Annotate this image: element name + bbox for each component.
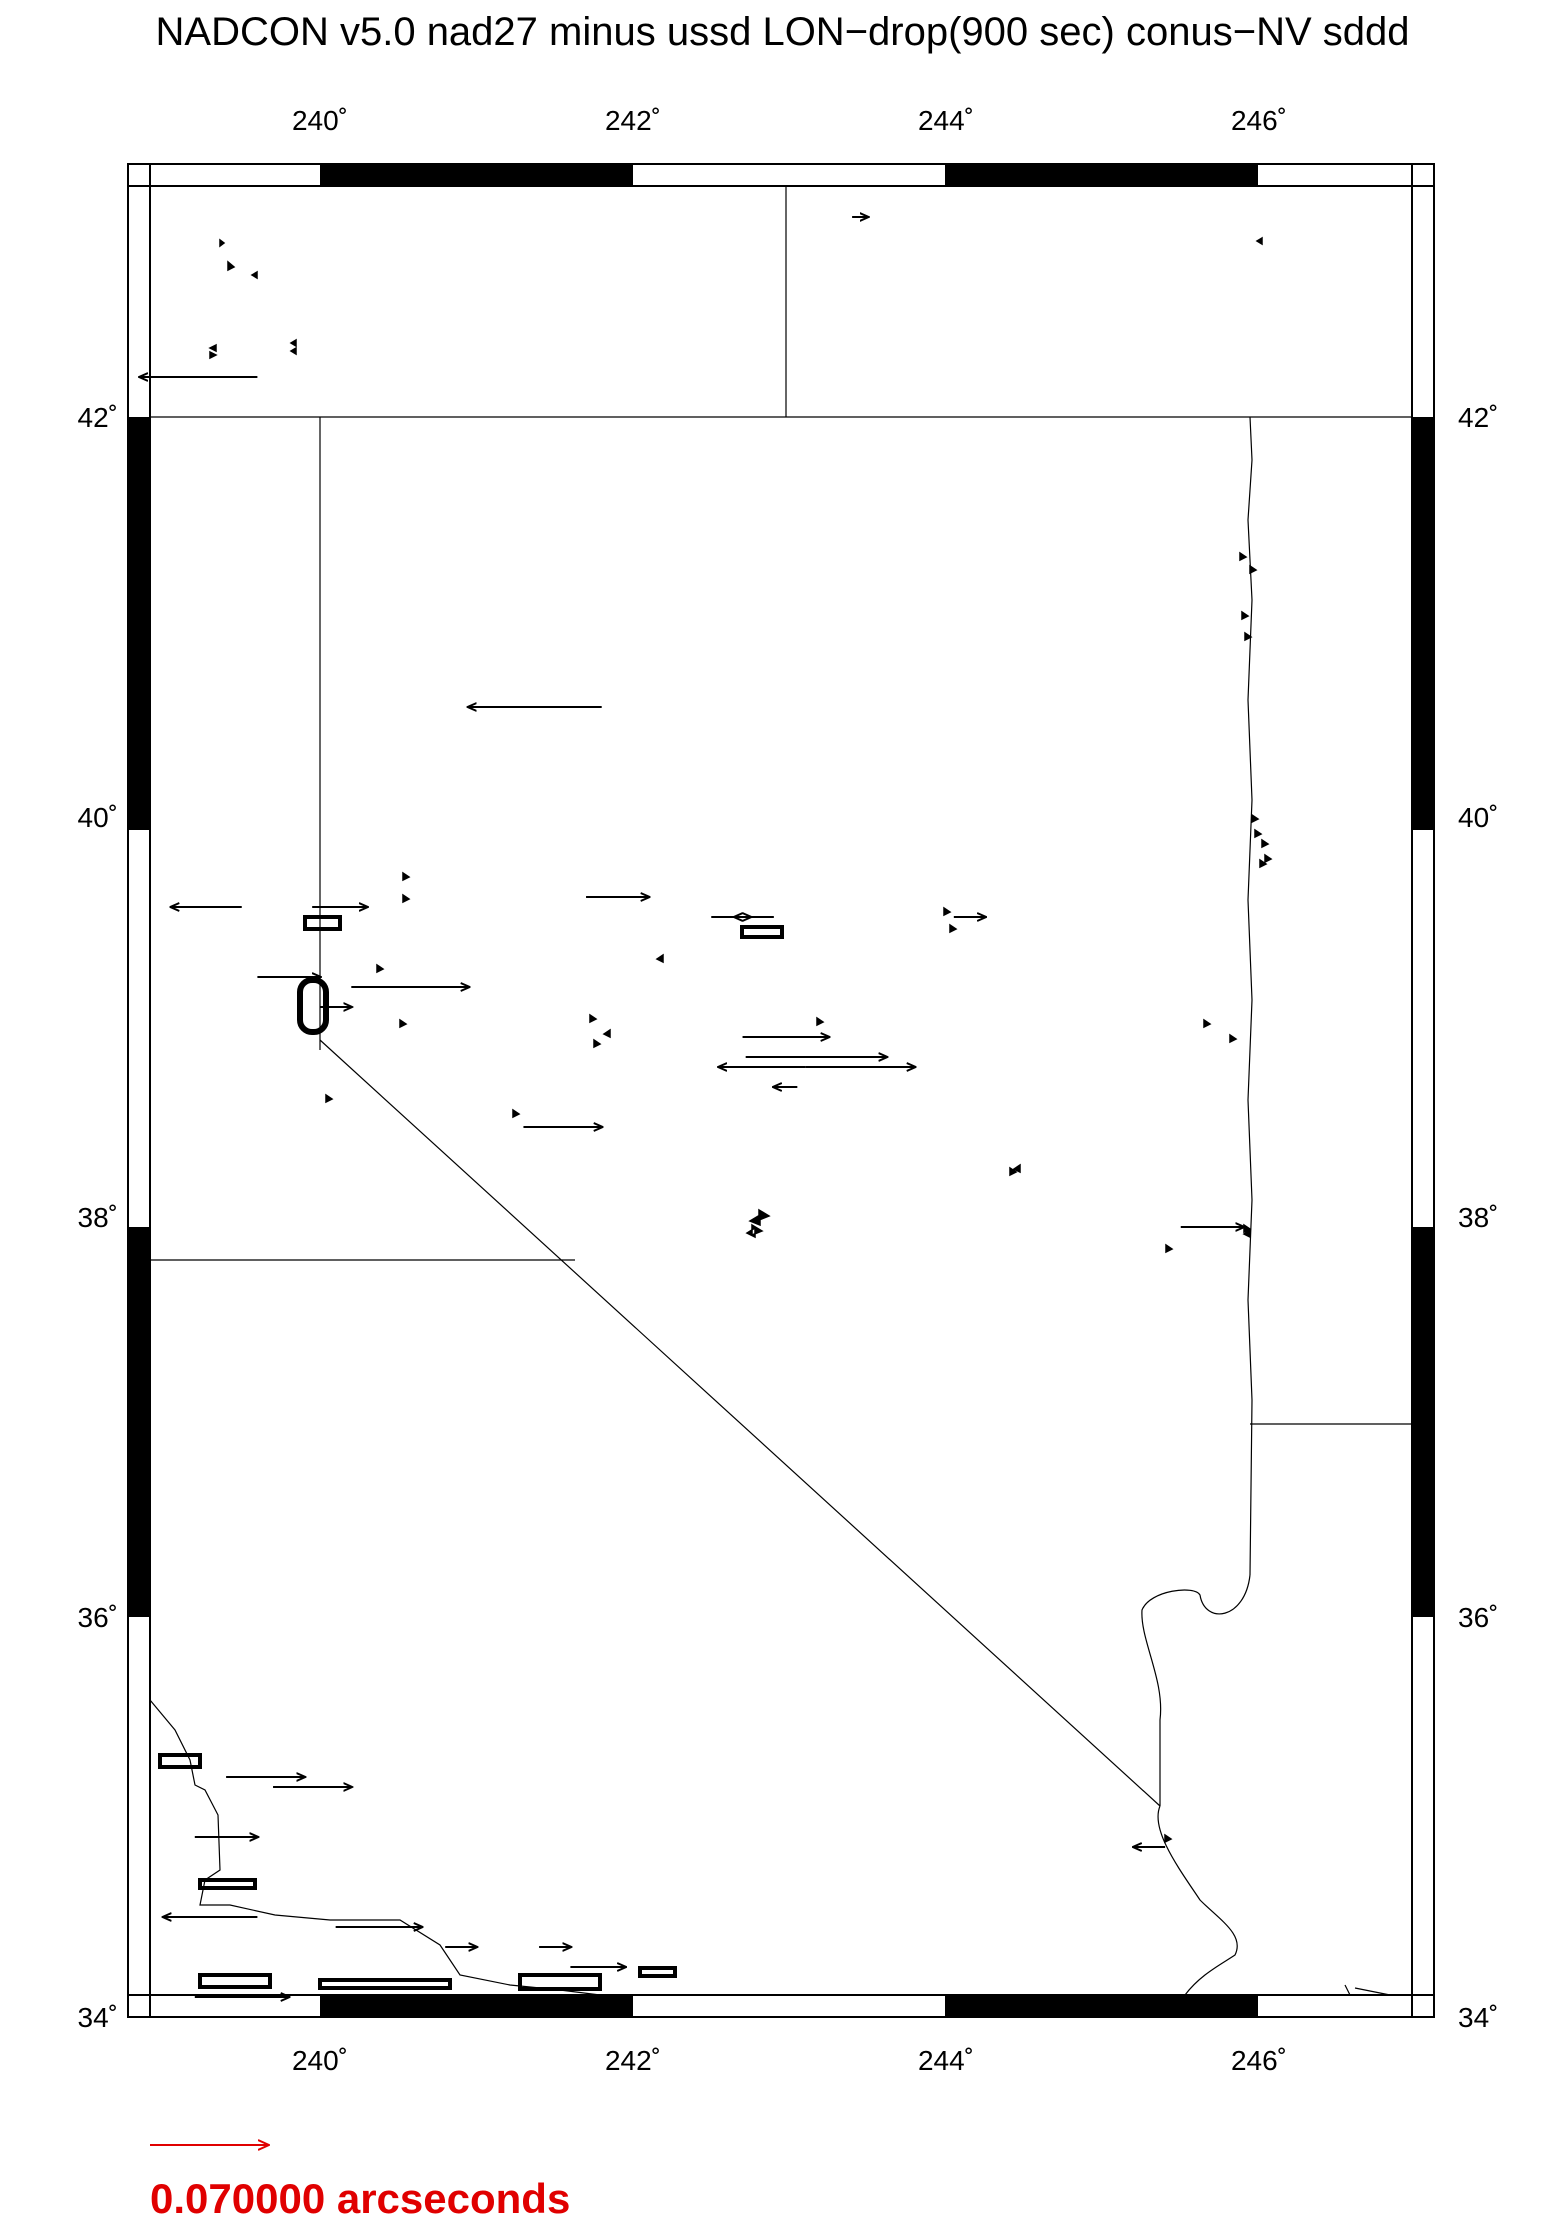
right-lat-tick-label: 42˚	[1458, 402, 1498, 433]
bottom-lon-tick-label: 244˚	[918, 2045, 974, 2076]
right-lat-tick-label: 40˚	[1458, 802, 1498, 833]
bottom-lon-tick-label: 242˚	[605, 2045, 661, 2076]
left-lat-tick-label: 40˚	[78, 802, 118, 833]
top-lon-tick-label: 242˚	[605, 105, 661, 136]
left-lat-tick-label: 42˚	[78, 402, 118, 433]
displacement-vectors	[140, 217, 1243, 1997]
top-lon-tick-label: 244˚	[918, 105, 974, 136]
bottom-lon-tick-label: 246˚	[1231, 2045, 1287, 2076]
state-boundaries	[149, 186, 1412, 1996]
map-title: NADCON v5.0 nad27 minus ussd LON−drop(90…	[155, 10, 1410, 54]
arrow-clusters	[158, 236, 1273, 1991]
top-lon-tick-label: 240˚	[292, 105, 348, 136]
axis-tick-labels: 240˚ 240˚ 242˚ 242˚ 244˚ 244˚ 246˚ 246˚ 42˚ 42˚ 40…	[78, 105, 1499, 2076]
right-lat-tick-label: 36˚	[1458, 1602, 1498, 1633]
bottom-lon-tick-label: 240˚	[292, 2045, 348, 2076]
right-lat-tick-label: 34˚	[1458, 2002, 1498, 2033]
legend-label: 0.070000 arcseconds	[150, 2175, 571, 2222]
left-lat-tick-label: 34˚	[78, 2002, 118, 2033]
right-lat-tick-label: 38˚	[1458, 1202, 1498, 1233]
left-lat-tick-label: 38˚	[78, 1202, 118, 1233]
top-lon-tick-label: 246˚	[1231, 105, 1287, 136]
left-lat-tick-label: 36˚	[78, 1602, 118, 1633]
map-frame	[127, 163, 1435, 2018]
